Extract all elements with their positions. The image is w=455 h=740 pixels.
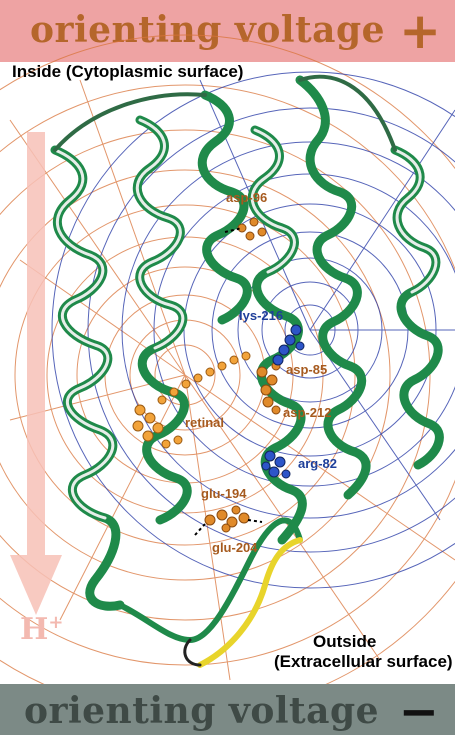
outside-label: Outside [313,632,376,652]
asp212-label: asp-212 [283,405,331,420]
bottom-voltage-label: orienting voltage [24,690,379,732]
inside-label: Inside (Cytoplasmic surface) [12,62,243,82]
glu194-label: glu-194 [201,486,247,501]
proton-charge: + [48,612,63,633]
arg82-label: arg-82 [298,456,337,471]
lys216-label: lys-216 [239,308,283,323]
glu204-label: glu-204 [212,540,258,555]
minus-sign: − [399,684,439,740]
retinal-chromophore [133,352,250,448]
protein-ribbon [55,77,439,665]
extracellular-label: (Extracellular surface) [274,652,453,672]
proton-symbol: H+ [20,612,63,647]
asp85-label: asp-85 [286,362,327,377]
retinal-label: retinal [185,415,224,430]
proton-arrow-icon [10,132,62,615]
proton-letter: H [20,612,48,647]
asp96-label: asp-96 [226,190,267,205]
